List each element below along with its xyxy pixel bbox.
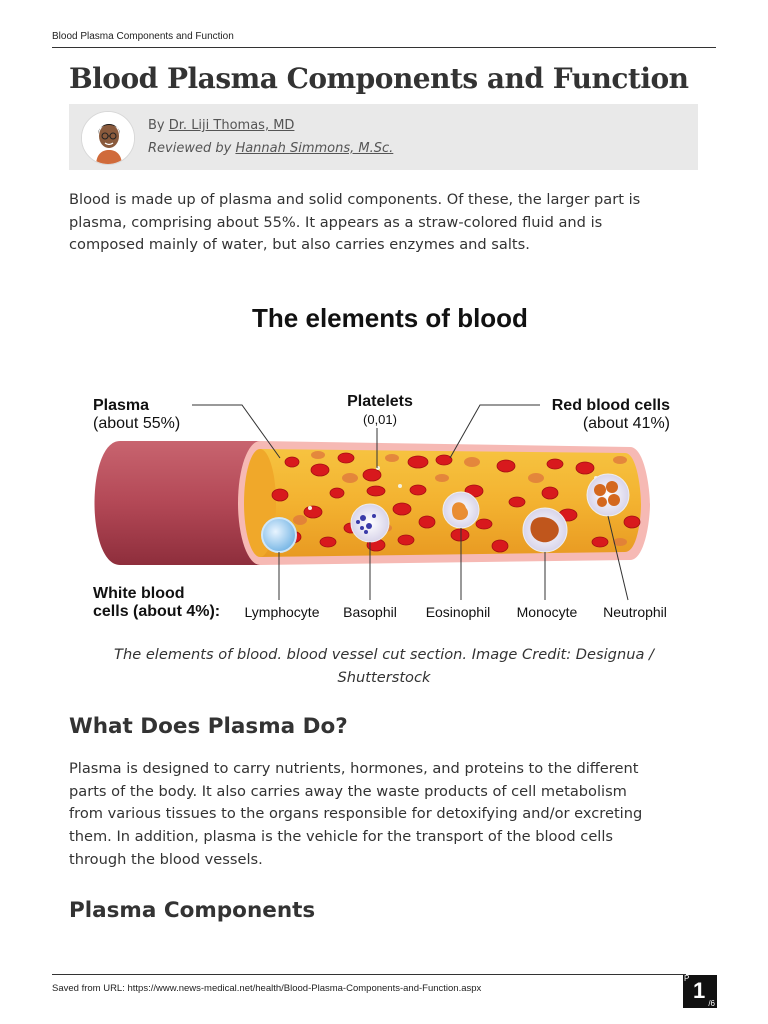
byline-reviewer: Reviewed by Hannah Simmons, M.Sc. [148, 141, 393, 156]
plasma-percent: (about 55%) [93, 415, 180, 432]
section1-line: them. In addition, plasma is the vehicle… [69, 828, 614, 846]
page-prefix: P [684, 974, 690, 983]
red-blood-cells-percent: (about 41%) [583, 415, 670, 432]
author-avatar[interactable] [81, 111, 135, 165]
rbc-icon [541, 486, 559, 500]
neutrophil-nucleus [594, 481, 620, 507]
rbc-icon [284, 456, 300, 468]
red-blood-cells-label: Red blood cells [552, 397, 670, 414]
caption-line: The elements of blood. blood vessel cut … [114, 646, 654, 663]
blood-vessel-illustration: The elements of blood [93, 303, 670, 620]
rbc-icon [450, 528, 470, 542]
rbc-icon [392, 502, 412, 516]
platelet-icon [398, 484, 402, 488]
white-blood-cells-label-line2: cells (about 4%): [93, 603, 220, 620]
footer-divider [52, 974, 686, 975]
byline-author: By Dr. Liji Thomas, MD [148, 118, 294, 133]
rbc-icon [591, 536, 609, 548]
section-heading-plasma-components: Plasma Components [69, 898, 316, 923]
lymphocyte-icon [261, 517, 297, 553]
section-heading-what-does-plasma-do: What Does Plasma Do? [69, 714, 348, 739]
running-header: Blood Plasma Components and Function [52, 31, 234, 42]
section1-line: from various tissues to the organs respo… [69, 805, 643, 823]
neutrophil-label: Neutrophil [603, 604, 667, 620]
author-portrait-icon [82, 112, 134, 164]
eosinophil-nucleus [452, 502, 468, 520]
rbc-icon [329, 487, 345, 499]
rbc-icon [362, 468, 382, 482]
platelets-value: (0,01) [363, 412, 397, 427]
section1-line: parts of the body. It also carries away … [69, 782, 627, 800]
rbc-icon [319, 536, 337, 548]
rbc-icon [546, 458, 564, 470]
section1-line: through the blood vessels. [69, 850, 263, 868]
author-link[interactable]: Dr. Liji Thomas, MD [168, 118, 295, 133]
rbc-icon [366, 485, 386, 497]
page-indicator: P 1 /6 [683, 974, 717, 1008]
rbc-icon [435, 454, 453, 466]
article-title: Blood Plasma Components and Function [69, 62, 689, 95]
rbc-icon [508, 496, 526, 508]
section1-line: Plasma is designed to carry nutrients, h… [69, 760, 639, 777]
page-number: 1 [693, 978, 706, 1003]
reviewer-link[interactable]: Hannah Simmons, M.Sc. [235, 141, 394, 156]
page-total: /6 [708, 999, 715, 1008]
figure-title: The elements of blood [252, 303, 528, 333]
caption-line: Shutterstock [337, 669, 431, 686]
byline-box: By Dr. Liji Thomas, MD Reviewed by Hanna… [69, 104, 698, 170]
basophil-label: Basophil [343, 604, 397, 620]
eosinophil-label: Eosinophil [426, 604, 491, 620]
rbc-icon [407, 455, 429, 469]
rbc-icon [623, 515, 641, 529]
rbc-icon [475, 518, 493, 530]
neutrophil-icon [586, 473, 630, 517]
vessel-outer-wall [94, 441, 260, 565]
rbc-icon [337, 452, 355, 464]
header-divider [52, 47, 716, 48]
rbc-icon [310, 463, 330, 477]
rbc-icon [397, 534, 415, 546]
rbc-icon [418, 515, 436, 529]
byline-by-prefix: By [148, 118, 165, 133]
rbc-icon [409, 484, 427, 496]
leader-lines [192, 404, 629, 601]
platelets-label: Platelets [347, 393, 413, 410]
byline-reviewed-prefix: Reviewed by [148, 141, 232, 156]
rbc-icon [575, 461, 595, 475]
intro-line: plasma, comprising about 55%. It appears… [69, 213, 603, 231]
rbc-icon [491, 539, 509, 553]
intro-line: composed mainly of water, but also carri… [69, 236, 530, 254]
rbc-icon [496, 459, 516, 473]
figure-caption: The elements of blood. blood vessel cut … [69, 643, 699, 689]
monocyte-label: Monocyte [517, 604, 578, 620]
section1-paragraph: Plasma is designed to carry nutrients, h… [69, 758, 701, 872]
blood-elements-figure: The elements of blood [80, 290, 690, 630]
rbc-icon [271, 488, 289, 502]
intro-paragraph: Blood is made up of plasma and solid com… [69, 189, 701, 257]
intro-line: Blood is made up of plasma and solid com… [69, 191, 641, 208]
platelet-icon [308, 506, 312, 510]
plasma-label: Plasma [93, 397, 149, 414]
basophil-granules [356, 514, 376, 534]
monocyte-nucleus [530, 517, 559, 543]
white-blood-cells-label-line1: White blood [93, 585, 185, 602]
saved-from-url: Saved from URL: https://www.news-medical… [52, 983, 482, 994]
rbc-icon [303, 505, 323, 519]
lymphocyte-label: Lymphocyte [245, 604, 320, 620]
